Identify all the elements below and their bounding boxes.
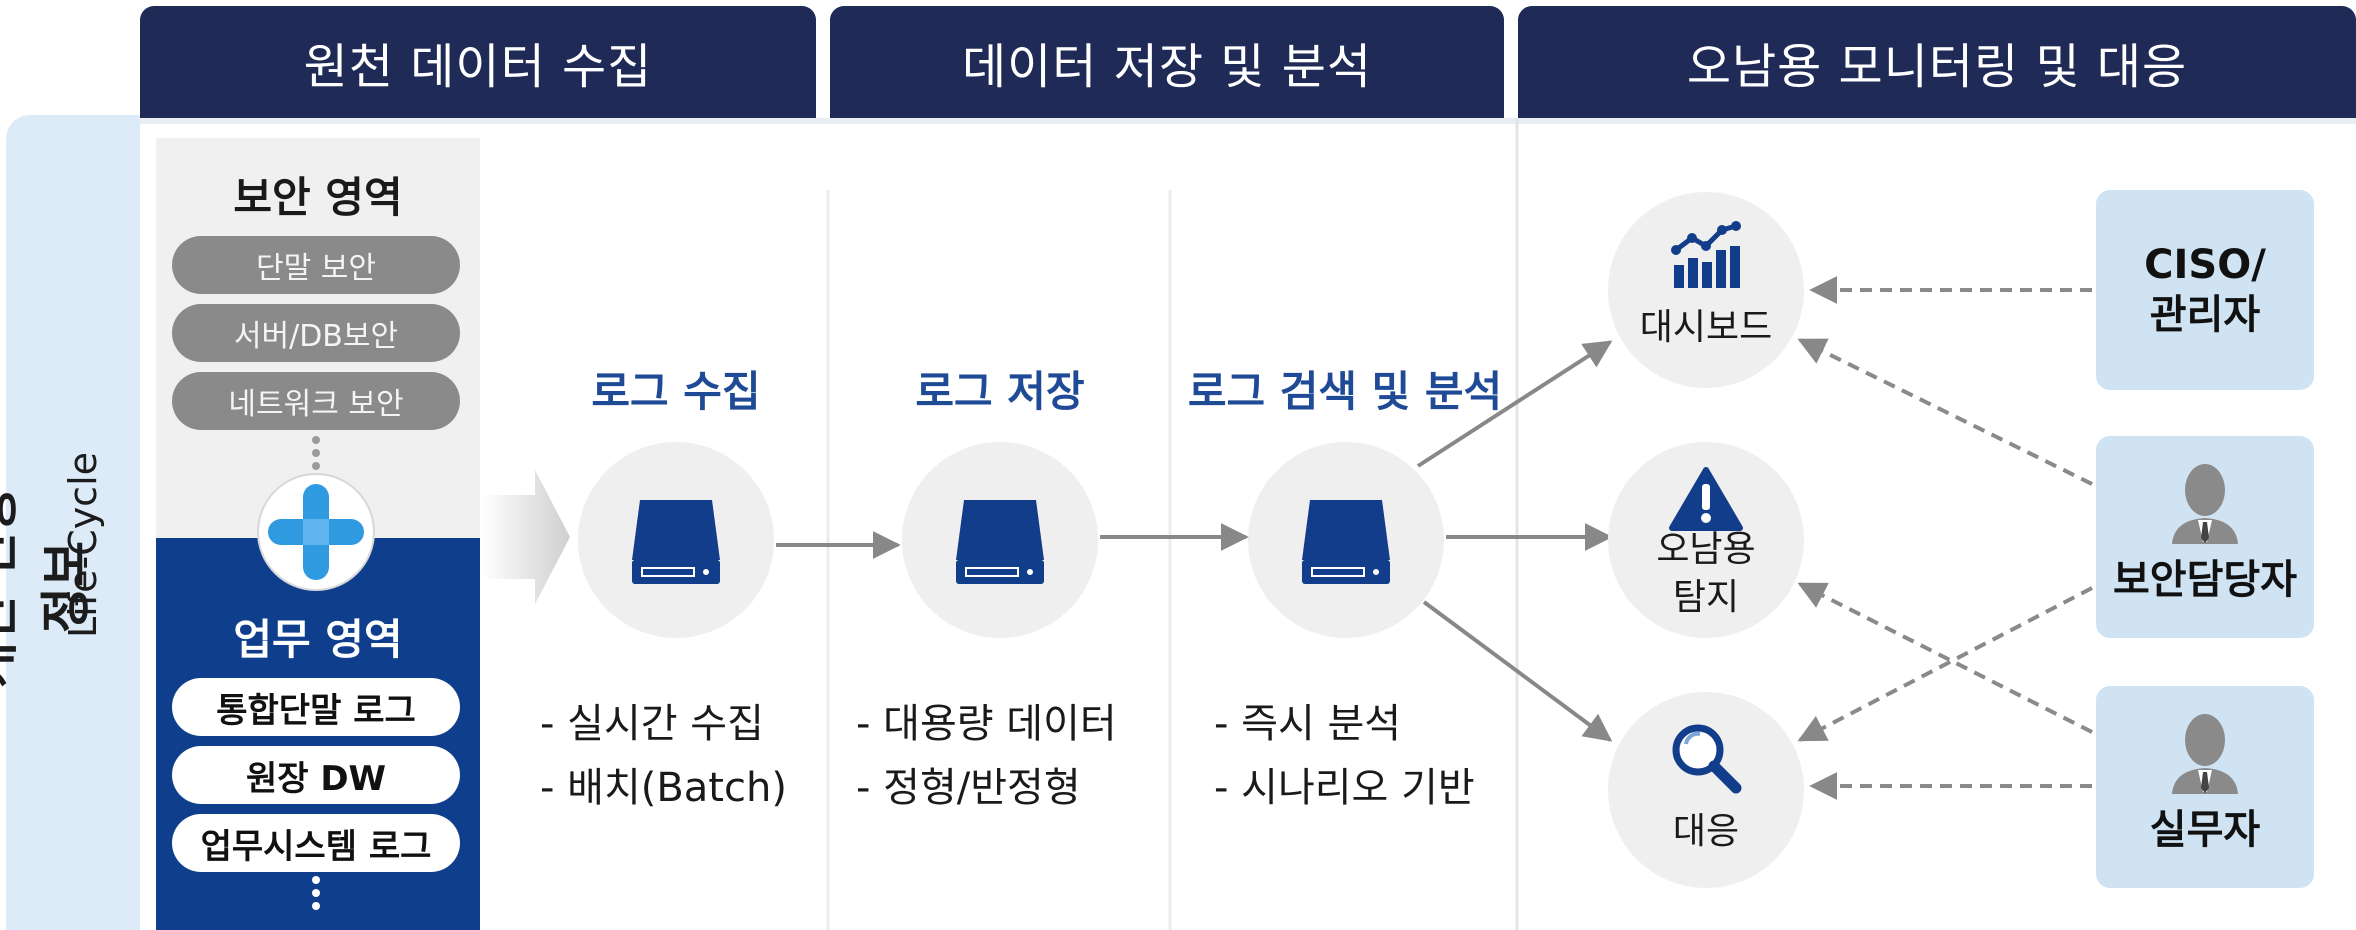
- stage-title-store: 로그 저장: [915, 367, 1085, 416]
- output-label-line: 오남용: [1656, 529, 1756, 570]
- output-circle: [1608, 442, 1804, 638]
- dashed-arrow: [1797, 586, 2093, 742]
- hard-drive-icon: [632, 500, 720, 584]
- role-box: [2096, 190, 2314, 390]
- flow-chevron-arrow: [482, 470, 570, 604]
- stage-detail: - 배치(Batch): [540, 765, 787, 811]
- role-label-security-officer: 보안담당자: [2113, 557, 2297, 603]
- stage-detail: - 즉시 분석: [1214, 701, 1402, 747]
- lifecycle-sidebar: 개인 신용 정보 Life-Cycle: [0, 115, 140, 930]
- security-area-title: 보안 영역: [233, 173, 403, 222]
- person-icon: [2172, 714, 2238, 794]
- sidebar-subtitle: Life-Cycle: [61, 451, 105, 639]
- plus-icon: [257, 473, 375, 591]
- stage-detail: - 시나리오 기반: [1214, 765, 1475, 811]
- security-item: 단말 보안: [172, 236, 460, 294]
- business-item: 통합단말 로그: [172, 678, 460, 736]
- stage-title-analyze: 로그 검색 및 분석: [1187, 367, 1503, 416]
- role-label-ciso: CISO/ 관리자: [2096, 240, 2314, 340]
- hard-drive-icon: [956, 500, 1044, 584]
- role-label-line: CISO/: [2144, 242, 2266, 288]
- security-item: 서버/DB보안: [172, 304, 460, 362]
- output-label-dashboard: 대시보드: [1639, 307, 1773, 348]
- output-circle: [1608, 692, 1804, 888]
- ellipsis-dots: [312, 876, 320, 910]
- role-label-line: 관리자: [2149, 292, 2261, 338]
- bar-chart-trend-icon: [1671, 221, 1741, 288]
- output-label-line: 탐지: [1672, 577, 1740, 618]
- business-item: 업무시스템 로그: [172, 814, 460, 872]
- header-collection: 원천 데이터 수집: [140, 6, 816, 118]
- business-area-title: 업무 영역: [233, 615, 403, 664]
- hard-drive-icon: [1302, 500, 1390, 584]
- header-monitoring: 오남용 모니터링 및 대응: [1518, 6, 2356, 118]
- ellipsis-dots: [312, 436, 320, 470]
- person-icon: [2172, 464, 2238, 544]
- output-circle: [1608, 192, 1804, 388]
- stage-detail: - 실시간 수집: [540, 701, 764, 747]
- stage-detail: - 정형/반정형: [856, 765, 1081, 811]
- stage-title-collect: 로그 수집: [591, 367, 761, 416]
- business-item: 원장 DW: [172, 746, 460, 804]
- role-label-staff: 실무자: [2149, 807, 2261, 853]
- flow-arrow: [1422, 600, 1613, 742]
- header-storage-analysis: 데이터 저장 및 분석: [830, 6, 1504, 118]
- dashed-arrow: [1797, 338, 2093, 486]
- output-label-misuse-detect: 오남용 탐지: [1616, 526, 1796, 622]
- output-label-response: 대응: [1672, 811, 1740, 852]
- stage-detail: - 대용량 데이터: [856, 701, 1117, 747]
- magnifier-icon: [1672, 724, 1742, 794]
- security-item: 네트워크 보안: [172, 372, 460, 430]
- warning-icon: [1669, 467, 1743, 531]
- dashed-arrow: [1797, 582, 2093, 734]
- flow-arrow: [1416, 340, 1613, 468]
